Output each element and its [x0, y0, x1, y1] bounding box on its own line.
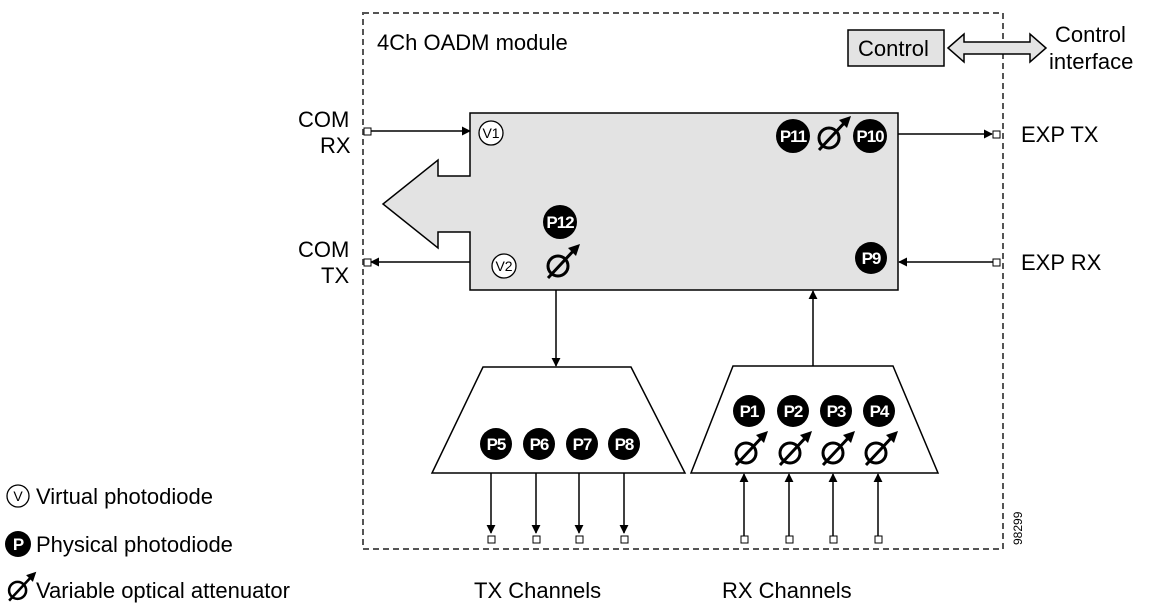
v1-label: V1	[482, 125, 499, 141]
exp-rx-label: EXP RX	[1021, 250, 1102, 275]
p12-label: P12	[546, 213, 574, 232]
p6-label: P6	[530, 435, 549, 454]
tx-demux-block	[430, 366, 687, 474]
tx-channel-port	[487, 535, 496, 544]
legend-virtual-symbol: V	[13, 488, 23, 504]
p9-label: P9	[862, 249, 881, 268]
rx-channels-label: RX Channels	[722, 578, 852, 603]
physical-photodiode-p9-icon	[855, 242, 887, 274]
control-label: Control	[858, 36, 929, 61]
com-tx-label-1: COM	[298, 237, 349, 262]
physical-photodiode-p3-icon	[820, 395, 852, 427]
legend-voa-icon	[7, 570, 38, 602]
figure-id: 98299	[1011, 511, 1025, 545]
control-interface-label-2: interface	[1049, 49, 1133, 74]
exp-tx-port	[992, 130, 1001, 139]
com-rx-label-2: RX	[320, 133, 351, 158]
control-interface-label-1: Control	[1055, 22, 1126, 47]
tx-channels-label: TX Channels	[474, 578, 601, 603]
tx-channel-port	[575, 535, 584, 544]
physical-photodiode-p4-icon	[863, 395, 895, 427]
legend-physical-photodiode-icon	[5, 531, 31, 557]
p2-label: P2	[784, 402, 803, 421]
p8-label: P8	[615, 435, 634, 454]
com-rx-label-1: COM	[298, 107, 349, 132]
physical-photodiode-p6-icon	[523, 428, 555, 460]
main-block	[381, 112, 899, 291]
legend-physical-label: Physical photodiode	[36, 532, 233, 557]
rx-channel-port	[874, 535, 883, 544]
p10-label: P10	[856, 127, 884, 146]
exp-rx-port	[992, 258, 1001, 267]
legend-physical-symbol: P	[13, 535, 24, 554]
physical-photodiode-p7-icon	[566, 428, 598, 460]
p5-label: P5	[487, 435, 506, 454]
physical-photodiode-p8-icon	[608, 428, 640, 460]
legend-voa-label: Variable optical attenuator	[36, 578, 290, 603]
legend-virtual-photodiode-icon	[6, 484, 30, 508]
com-rx-port	[363, 127, 372, 136]
physical-photodiode-p5-icon	[480, 428, 512, 460]
rx-channel-port	[740, 535, 749, 544]
p11-label: P11	[780, 127, 807, 146]
legend-virtual-label: Virtual photodiode	[36, 484, 213, 509]
module-border	[362, 12, 1004, 550]
p7-label: P7	[573, 435, 592, 454]
rx-mux-block	[689, 365, 940, 474]
p3-label: P3	[827, 402, 846, 421]
rx-channel-port	[785, 535, 794, 544]
control-double-arrow	[946, 32, 1048, 64]
tx-channel-port	[532, 535, 541, 544]
v2-label: V2	[495, 258, 512, 274]
virtual-photodiode-v1-icon	[478, 120, 504, 146]
virtual-photodiode-v2-icon	[491, 253, 517, 279]
exp-tx-label: EXP TX	[1021, 122, 1099, 147]
rx-channel-port	[829, 535, 838, 544]
module-title: 4Ch OADM module	[377, 30, 568, 55]
com-tx-port	[363, 258, 372, 267]
physical-photodiode-p1-icon	[733, 395, 765, 427]
physical-photodiode-p10-icon	[853, 119, 887, 153]
physical-photodiode-p11-icon	[776, 119, 810, 153]
control-box	[847, 29, 945, 67]
com-tx-label-2: TX	[321, 263, 349, 288]
physical-photodiode-p2-icon	[777, 395, 809, 427]
physical-photodiode-p12-icon	[543, 205, 577, 239]
p1-label: P1	[740, 402, 759, 421]
p4-label: P4	[870, 402, 890, 421]
tx-channel-port	[620, 535, 629, 544]
